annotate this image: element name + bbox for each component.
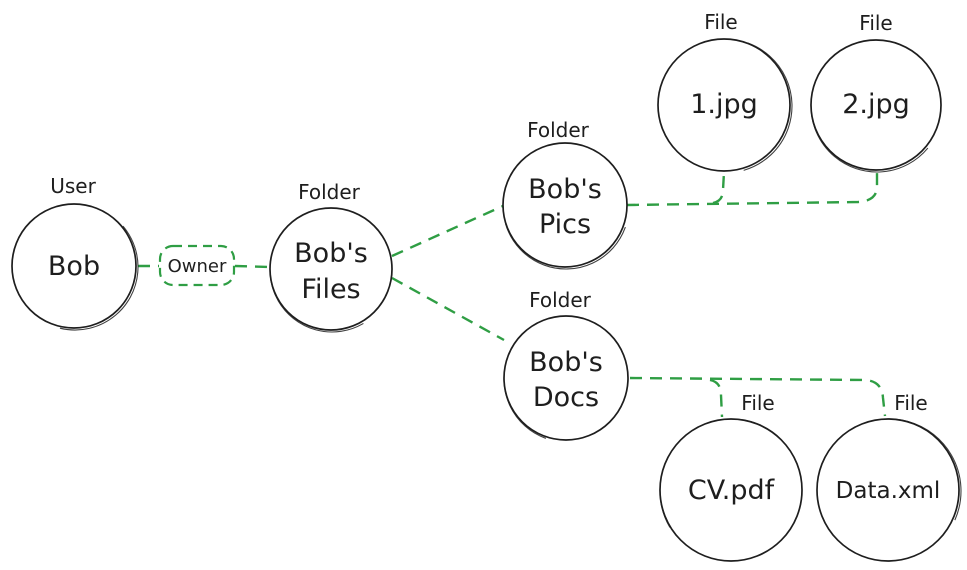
node-type-label: File	[704, 10, 737, 34]
node-label: CV.pdf	[688, 475, 776, 506]
node-circle	[11, 203, 137, 329]
node-type-label: Folder	[527, 118, 590, 142]
node-circle	[503, 315, 629, 441]
node-label-line1: Bob's	[529, 347, 603, 378]
node-bobs-pics[interactable]: Folder Bob's Pics	[485, 118, 646, 287]
edge-bobs-files-to-bobs-pics[interactable]	[391, 204, 504, 258]
node-bobs-docs[interactable]: Folder Bob's Docs	[486, 288, 647, 460]
node-type-label: Folder	[529, 288, 592, 312]
node-type-label: File	[859, 11, 892, 35]
node-label: Bob	[48, 251, 100, 282]
node-file-cvpdf[interactable]: File CV.pdf	[634, 391, 831, 570]
node-circle	[502, 142, 628, 268]
node-circle-sketch	[810, 39, 944, 173]
node-bob[interactable]: User Bob	[0, 174, 164, 356]
node-circle	[810, 39, 942, 171]
node-circle-sketch	[11, 203, 139, 331]
node-label-line2: Docs	[533, 382, 599, 413]
edge-bobs-pics-to-file-1jpg[interactable]	[712, 171, 726, 205]
owner-label: Owner	[168, 256, 227, 277]
node-label-line1: Bob's	[528, 174, 602, 205]
node-label: 1.jpg	[690, 89, 758, 120]
node-label-line2: Pics	[539, 209, 591, 240]
edge-bobs-docs-to-file-dataxml[interactable]	[629, 376, 887, 417]
node-file-dataxml[interactable]: File Data.xml	[791, 391, 967, 570]
edge-bobs-docs-to-file-cvpdf[interactable]	[709, 378, 724, 418]
node-label-line2: Files	[301, 274, 360, 305]
node-label: 2.jpg	[842, 89, 910, 120]
edge-label-owner[interactable]: Owner	[158, 244, 236, 287]
node-file-1jpg[interactable]: File 1.jpg	[639, 10, 811, 192]
node-label-line1: Bob's	[294, 238, 368, 269]
node-label: Data.xml	[836, 478, 941, 504]
node-circle	[659, 418, 803, 562]
node-type-label: File	[894, 391, 927, 415]
node-type-label: User	[50, 174, 96, 198]
node-type-label: File	[741, 391, 774, 415]
node-file-2jpg[interactable]: File 2.jpg	[784, 11, 967, 199]
edge-bobs-pics-to-file-2jpg[interactable]	[626, 171, 879, 207]
node-circle	[269, 207, 393, 331]
edge-group	[138, 171, 887, 418]
node-circle-sketch	[502, 142, 630, 270]
node-type-label: Folder	[298, 180, 361, 204]
node-circle	[816, 418, 960, 562]
node-circle	[657, 38, 791, 172]
edge-bobs-files-to-bobs-docs[interactable]	[391, 276, 505, 342]
edge-owner-pill-to-bobs-files[interactable]	[234, 264, 271, 269]
owner-pill-outline	[158, 244, 236, 287]
node-bobs-files[interactable]: Folder Bob's Files	[247, 180, 416, 355]
